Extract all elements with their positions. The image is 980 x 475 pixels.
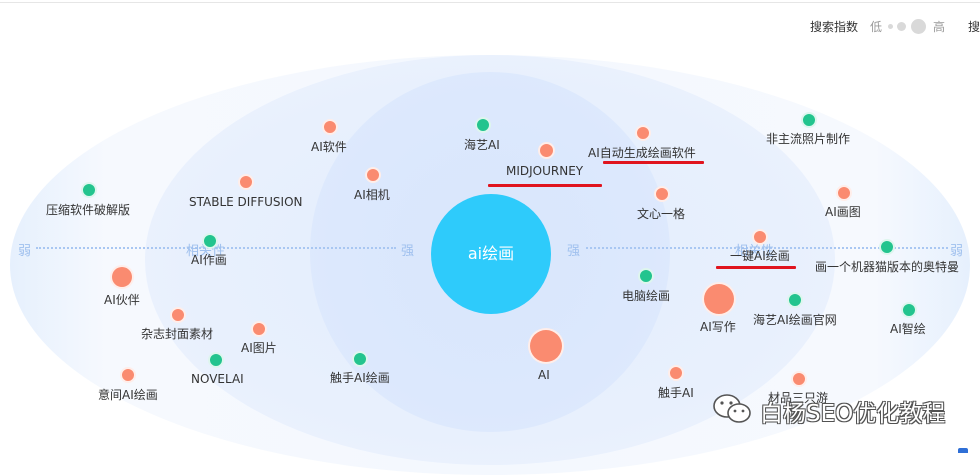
keyword-label[interactable]: AI作画 bbox=[191, 253, 227, 267]
red-underline-midjourney bbox=[488, 184, 602, 187]
axis-line-left bbox=[36, 247, 396, 249]
corner-feedback-button[interactable] bbox=[958, 448, 968, 453]
legend-dot-small bbox=[888, 24, 893, 29]
legend-title: 搜索指数 bbox=[810, 20, 859, 34]
keyword-label[interactable]: STABLE DIFFUSION bbox=[189, 195, 303, 209]
keyword-label[interactable]: 非主流照片制作 bbox=[766, 132, 851, 146]
axis-relevance-left: 相关性 bbox=[186, 244, 226, 259]
keyword-bubble[interactable] bbox=[787, 292, 803, 308]
search-index-legend: 搜索指数 低 高 搜 bbox=[0, 0, 980, 50]
axis-weak-right: 弱 bbox=[950, 244, 964, 259]
red-underline-ai-auto-painting bbox=[603, 161, 704, 164]
keyword-label[interactable]: 海艺AI bbox=[464, 138, 500, 152]
keyword-label[interactable]: 文心一格 bbox=[637, 207, 686, 221]
keyword-bubble[interactable] bbox=[901, 302, 917, 318]
keyword-label[interactable]: AI伙伴 bbox=[104, 293, 140, 307]
keyword-label[interactable]: 画一个机器猫版本的奥特曼 bbox=[815, 260, 960, 274]
keyword-bubble[interactable] bbox=[110, 265, 134, 289]
keyword-bubble[interactable] bbox=[170, 307, 186, 323]
keyword-label[interactable]: MIDJOURNEY bbox=[506, 164, 584, 178]
legend-dot-medium bbox=[897, 22, 906, 31]
keyword-label[interactable]: 一键AI绘画 bbox=[730, 249, 790, 263]
red-underline-one-click-ai bbox=[716, 266, 796, 269]
keyword-label[interactable]: AI画图 bbox=[825, 205, 861, 219]
keyword-label[interactable]: AI相机 bbox=[354, 188, 390, 202]
keyword-bubble[interactable] bbox=[528, 328, 564, 364]
top-divider bbox=[0, 2, 980, 3]
keyword-bubble[interactable] bbox=[120, 367, 136, 383]
keyword-bubble[interactable] bbox=[251, 321, 267, 337]
keyword-label[interactable]: 触手AI bbox=[658, 386, 694, 400]
watermark-text: 白杨SEO优化教程 bbox=[760, 401, 946, 427]
keyword-bubble[interactable] bbox=[208, 352, 224, 368]
axis-strong-right: 强 bbox=[567, 244, 581, 259]
keyword-bubble[interactable] bbox=[322, 119, 338, 135]
keyword-label[interactable]: AI自动生成绘画软件 bbox=[588, 146, 696, 160]
keyword-label[interactable]: AI软件 bbox=[311, 140, 347, 154]
keyword-bubble[interactable] bbox=[791, 371, 807, 387]
keyword-bubble[interactable] bbox=[638, 268, 654, 284]
keyword-label[interactable]: AI智绘 bbox=[890, 322, 926, 336]
legend-dot-large bbox=[911, 19, 926, 34]
keyword-bubble[interactable] bbox=[836, 185, 852, 201]
keyword-label[interactable]: AI bbox=[538, 368, 550, 382]
keyword-label[interactable]: 海艺AI绘画官网 bbox=[753, 313, 837, 327]
keyword-bubble[interactable] bbox=[202, 233, 218, 249]
search-tab-partial[interactable]: 搜 bbox=[968, 20, 980, 34]
axis-relevance-right: 相关性 bbox=[735, 244, 775, 259]
legend-low-label: 低 bbox=[870, 20, 883, 34]
legend-high-label: 高 bbox=[933, 20, 946, 34]
keyword-bubble[interactable] bbox=[475, 117, 491, 133]
keyword-bubble[interactable] bbox=[635, 125, 651, 141]
keyword-label[interactable]: 压缩软件破解版 bbox=[46, 203, 131, 217]
keyword-label[interactable]: 意间AI绘画 bbox=[98, 388, 158, 402]
keyword-bubble[interactable] bbox=[879, 239, 895, 255]
keyword-label[interactable]: 杂志封面素材 bbox=[141, 327, 214, 341]
keyword-label[interactable]: AI图片 bbox=[241, 341, 277, 355]
keyword-bubble[interactable] bbox=[801, 112, 817, 128]
keyword-bubble[interactable] bbox=[238, 174, 254, 190]
keyword-bubble[interactable] bbox=[654, 186, 670, 202]
keyword-bubble[interactable] bbox=[352, 351, 368, 367]
keyword-label[interactable]: 触手AI绘画 bbox=[330, 371, 390, 385]
keyword-bubble[interactable] bbox=[668, 365, 684, 381]
wechat-icon bbox=[713, 394, 751, 423]
keyword-label[interactable]: NOVELAI bbox=[191, 372, 244, 386]
keyword-label[interactable]: 电脑绘画 bbox=[622, 289, 671, 303]
keyword-bubble[interactable] bbox=[365, 167, 381, 183]
center-keyword-bubble[interactable]: ai绘画 bbox=[431, 194, 551, 314]
axis-line-right bbox=[586, 247, 948, 249]
keyword-bubble[interactable] bbox=[81, 182, 97, 198]
keyword-bubble[interactable] bbox=[752, 229, 768, 245]
axis-weak-left: 弱 bbox=[18, 244, 32, 259]
keyword-label[interactable]: 材品三只游 bbox=[768, 391, 829, 405]
keyword-bubble[interactable] bbox=[538, 142, 555, 159]
keyword-label[interactable]: AI写作 bbox=[700, 320, 736, 334]
keyword-bubble[interactable] bbox=[702, 282, 736, 316]
axis-strong-left: 强 bbox=[401, 244, 415, 259]
